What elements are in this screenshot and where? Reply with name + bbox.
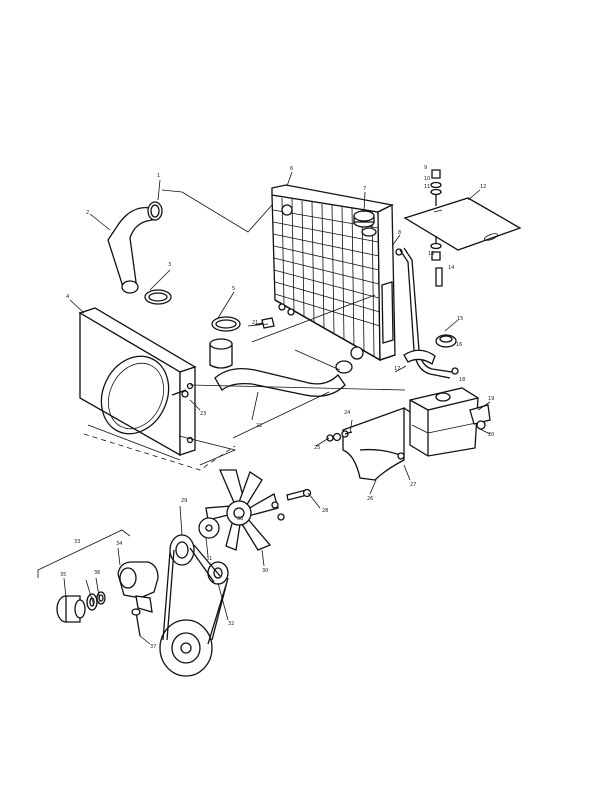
callout-label: 3 xyxy=(168,262,171,268)
radiator-cap xyxy=(353,210,375,228)
callout-label: 8 xyxy=(398,230,401,236)
callout-numbers: 1 2 3 4 5 6 7 8 9 10 11 12 13 14 15 16 1… xyxy=(60,165,494,650)
plate-hardware-bottom xyxy=(430,236,442,261)
callout-label: 13 xyxy=(428,251,434,257)
fan-bolts xyxy=(271,488,312,521)
hose-clamp-lower xyxy=(335,360,353,374)
callout-label: 28 xyxy=(322,508,328,514)
crankshaft-pulley xyxy=(159,619,213,677)
hose-clamp-upper-top xyxy=(147,201,163,221)
overflow-cap-large xyxy=(435,334,457,348)
fan-shroud xyxy=(78,307,197,457)
callout-label: 7 xyxy=(363,186,366,192)
callout-label: 15 xyxy=(457,316,463,322)
callout-label: 35 xyxy=(60,572,66,578)
callout-label: 5 xyxy=(232,286,235,292)
callout-label: 34 xyxy=(116,541,122,547)
pump-bolt xyxy=(131,608,141,637)
cover-plate xyxy=(403,197,522,251)
radiator xyxy=(271,184,403,362)
pump-seal xyxy=(96,591,106,605)
callout-label: 33 xyxy=(74,539,80,545)
drive-belt xyxy=(162,544,229,645)
cooling-fan xyxy=(205,469,279,551)
assembly-dash-lines xyxy=(83,433,236,471)
pump-bearing xyxy=(86,593,98,611)
callout-label: 10 xyxy=(424,176,430,182)
callout-label: 20 xyxy=(488,432,494,438)
callout-label: 2 xyxy=(86,210,89,216)
plate-hardware-top xyxy=(430,169,442,206)
tank-mounting-bracket xyxy=(342,407,411,481)
callout-label: 37 xyxy=(150,644,156,650)
callout-label: 31 xyxy=(206,556,212,562)
overflow-tank-cap xyxy=(435,392,451,402)
callout-label: 1 xyxy=(157,173,160,179)
bracket-hardware xyxy=(326,430,353,442)
hose-clamp-short xyxy=(211,316,241,332)
tank-outlet-fitting xyxy=(469,404,491,430)
callout-label: 24 xyxy=(344,410,350,416)
callout-label: 12 xyxy=(480,184,486,190)
callout-label: 38 xyxy=(237,516,243,522)
leader-lines xyxy=(37,171,491,645)
callout-label: 30 xyxy=(262,568,268,574)
callout-label: 19 xyxy=(488,396,494,402)
water-pump-pulley xyxy=(169,534,195,566)
lower-radiator-hose xyxy=(214,367,346,397)
callout-label: 17 xyxy=(394,366,400,372)
callout-label: 25 xyxy=(314,445,320,451)
callout-label: 32 xyxy=(228,621,234,627)
water-pump-housing xyxy=(117,561,159,613)
upper-radiator-hose xyxy=(107,207,153,294)
callout-label: 9 xyxy=(424,165,427,171)
callout-label: 36 xyxy=(94,570,100,576)
hose-clamp-upper-bottom xyxy=(144,289,172,305)
pump-hub xyxy=(56,595,86,623)
fan-spacer xyxy=(198,517,220,539)
callout-label: 23 xyxy=(200,411,206,417)
callout-label: 29 xyxy=(181,498,187,504)
shroud-bolt xyxy=(171,389,189,398)
callout-label: 16 xyxy=(456,342,462,348)
drain-cock xyxy=(254,317,275,329)
callout-label: 22 xyxy=(256,423,262,429)
bracket-strap xyxy=(359,448,405,460)
callout-label: 4 xyxy=(66,294,69,300)
callout-label: 26 xyxy=(367,496,373,502)
callout-label: 14 xyxy=(448,265,454,271)
plate-standoff xyxy=(435,267,443,287)
overflow-tank xyxy=(409,387,479,457)
callout-label: 27 xyxy=(410,482,416,488)
callout-label: 11 xyxy=(424,184,430,190)
callout-label: 6 xyxy=(290,166,293,172)
short-hose xyxy=(209,338,233,369)
tank-elbow-fitting xyxy=(403,349,459,375)
callout-label: 18 xyxy=(459,377,465,383)
callout-label: 21 xyxy=(252,320,258,326)
